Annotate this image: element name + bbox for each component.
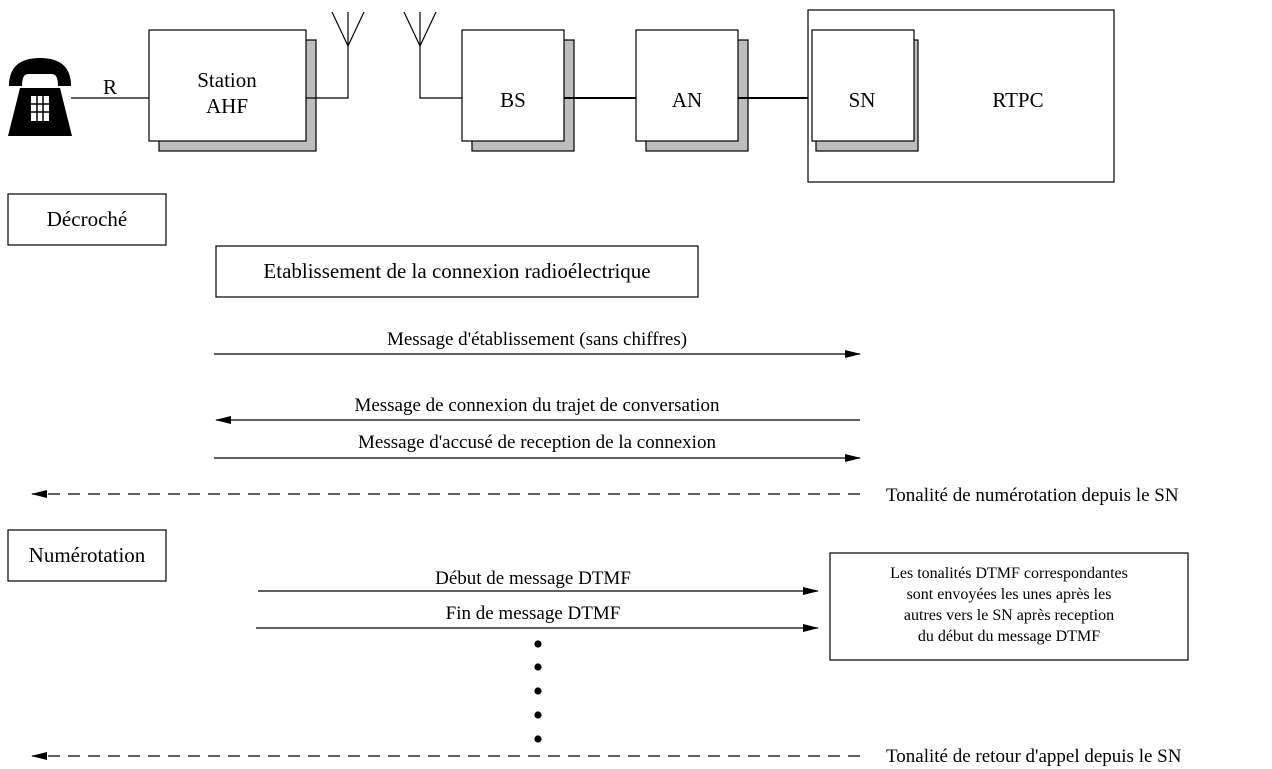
dtmf-end-label: Fin de message DTMF — [446, 603, 621, 624]
connect-message-label: Message de connexion du trajet de conver… — [354, 395, 720, 416]
interface-label-r: R — [103, 75, 117, 99]
connect-message: Message de connexion du trajet de conver… — [215, 395, 860, 424]
ack-message: Message d'accusé de reception de la conn… — [214, 432, 861, 462]
dtmf-start-label: Début de message DTMF — [435, 568, 631, 589]
ack-message-label: Message d'accusé de reception de la conn… — [358, 432, 716, 453]
dtmf-note-line4: du début du message DTMF — [918, 628, 1100, 645]
station-label-line2: AHF — [206, 94, 248, 118]
dialing-label: Numérotation — [29, 543, 146, 567]
dtmf-start-message: Début de message DTMF — [258, 568, 819, 595]
bs-label: BS — [500, 88, 526, 112]
dial-tone-label: Tonalité de numérotation depuis le SN — [886, 485, 1179, 506]
radio-setup-label: Etablissement de la connexion radioélect… — [263, 259, 650, 283]
offhook-box: Décroché — [7, 193, 167, 246]
station-label-line1: Station — [197, 68, 257, 92]
dialing-box: Numérotation — [7, 529, 167, 582]
station-antenna-icon — [306, 11, 365, 99]
an-label: AN — [672, 88, 702, 112]
station-ahf-node: Station AHF — [148, 29, 317, 152]
radio-setup-box: Etablissement de la connexion radioélect… — [215, 245, 699, 298]
dtmf-note-line2: sont envoyées les unes après les — [907, 586, 1112, 603]
ringback-label: Tonalité de retour d'appel depuis le SN — [886, 746, 1182, 767]
telephone-icon — [8, 58, 72, 136]
sn-label: SN — [849, 88, 876, 112]
offhook-label: Décroché — [47, 207, 127, 231]
bs-node: BS — [461, 29, 575, 152]
bs-antenna-icon — [403, 11, 462, 99]
sn-node: SN — [811, 29, 919, 152]
dtmf-end-message: Fin de message DTMF — [256, 603, 819, 632]
dial-tone-signal: Tonalité de numérotation depuis le SN — [31, 485, 1179, 506]
an-node: AN — [635, 29, 749, 152]
setup-message: Message d'établissement (sans chiffres) — [214, 329, 861, 358]
dtmf-note-line1: Les tonalités DTMF correspondantes — [890, 565, 1128, 582]
continuation-dots — [534, 640, 542, 743]
ringback-signal: Tonalité de retour d'appel depuis le SN — [31, 746, 1182, 767]
rtpc-label: RTPC — [992, 88, 1043, 112]
dtmf-note-line3: autres vers le SN après reception — [904, 607, 1114, 624]
dtmf-note-box: Les tonalités DTMF correspondantes sont … — [829, 552, 1189, 661]
setup-message-label: Message d'établissement (sans chiffres) — [387, 329, 687, 350]
